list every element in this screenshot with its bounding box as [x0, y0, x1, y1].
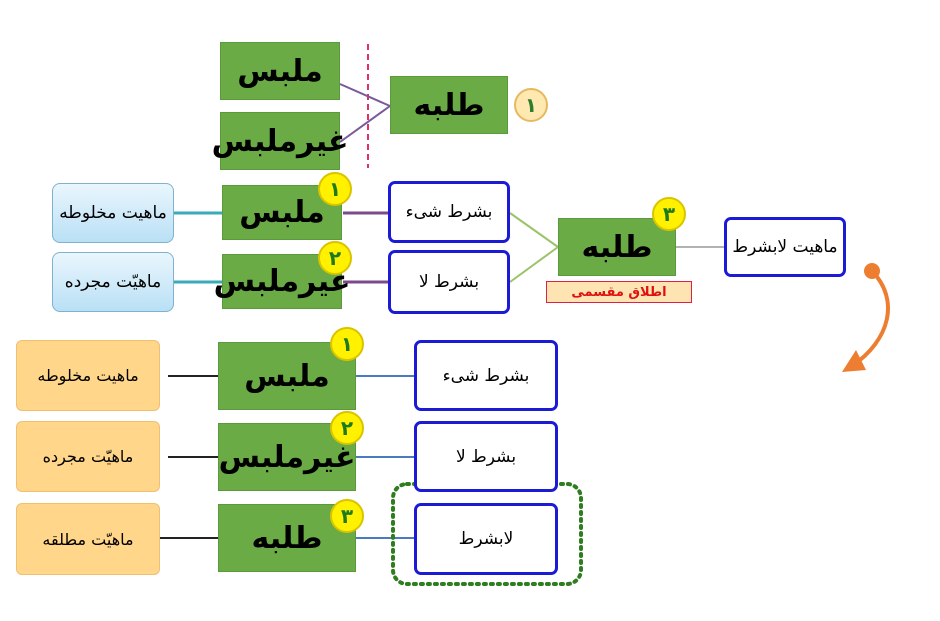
bottom-mahiat-2-label: ماهیّت مجرده — [42, 447, 134, 466]
top-badge-number: ۱ — [524, 93, 538, 117]
bottom-condition-3-box: لابشرط — [414, 503, 558, 575]
arrow-head-icon — [842, 350, 866, 372]
bottom-talabe-label: طلبه — [251, 520, 323, 556]
bottom-condition-2-box: بشرط لا — [414, 421, 558, 492]
bottom-badge-1-number: ۱ — [340, 332, 354, 356]
eṭlaq-tag: اطلاق مقسمی — [546, 281, 692, 303]
bottom-condition-1-box: بشرط شیء — [414, 340, 558, 411]
mid-talabe-label: طلبه — [581, 229, 653, 265]
bottom-mahiat-1-box: ماهیت مخلوطه — [16, 340, 160, 411]
top-gheyr-malbus-box: غیرملبس — [212, 112, 348, 170]
bottom-gheyr-malbus-label: غیرملبس — [218, 439, 356, 475]
top-talabe-label: طلبه — [413, 87, 485, 123]
connector-malbus-talabe — [339, 83, 391, 107]
connector-cond2-talabe — [509, 246, 559, 283]
bottom-condition-3-label: لابشرط — [458, 529, 514, 549]
connector-cond1-talabe — [509, 212, 559, 248]
bottom-condition-1-label: بشرط شیء — [442, 365, 530, 386]
mid-labshart-box: ماهیت لابشرط — [724, 217, 846, 277]
mid-mahiat-2-label: ماهیّت مجرده — [64, 272, 162, 292]
mid-mahiat-2-box: ماهیّت مجرده — [52, 252, 174, 312]
bottom-mahiat-1-label: ماهیت مخلوطه — [37, 366, 139, 385]
bottom-condition-2-label: بشرط لا — [455, 446, 517, 467]
mid-badge-2-number: ۲ — [328, 246, 342, 270]
curved-arrow — [850, 269, 890, 368]
mid-mahiat-1-box: ماهیت مخلوطه — [52, 183, 174, 243]
mid-malbus-label: ملبس — [239, 195, 325, 230]
mid-badge-3: ۳ — [652, 197, 686, 231]
top-malbus-box: ملبس — [220, 42, 340, 100]
top-malbus-label: ملبس — [237, 53, 323, 89]
bottom-mahiat-2-box: ماهیّت مجرده — [16, 421, 160, 492]
mid-condition-2-box: بشرط لا — [388, 250, 510, 314]
bottom-badge-2-number: ۲ — [340, 416, 354, 440]
mid-condition-1-box: بشرط شیء — [388, 181, 510, 243]
mid-mahiat-1-label: ماهیت مخلوطه — [59, 203, 167, 223]
bottom-mahiat-3-label: ماهیّت مطلقه — [42, 529, 134, 549]
top-talabe-box: طلبه — [390, 76, 508, 134]
mid-badge-1-number: ۱ — [328, 177, 342, 201]
bottom-badge-3-number: ۳ — [340, 504, 354, 528]
mid-badge-1: ۱ — [318, 172, 352, 206]
bottom-mahiat-3-box: ماهیّت مطلقه — [16, 503, 160, 575]
mid-labshart-label: ماهیت لابشرط — [732, 237, 838, 257]
top-gheyr-malbus-label: غیرملبس — [211, 123, 349, 159]
bottom-badge-1: ۱ — [330, 327, 364, 361]
bottom-malbus-label: ملبس — [244, 358, 330, 394]
connector-gheyr-talabe — [339, 105, 391, 143]
mid-talabe-box: طلبه — [558, 218, 676, 276]
mid-condition-2-label: بشرط لا — [418, 272, 480, 292]
mid-badge-3-number: ۳ — [662, 202, 676, 226]
top-badge: ۱ — [514, 88, 548, 122]
bottom-badge-2: ۲ — [330, 411, 364, 445]
mid-badge-2: ۲ — [318, 241, 352, 275]
mid-condition-1-label: بشرط شیء — [405, 202, 493, 222]
etlaq-tag-label: اطلاق مقسمی — [571, 284, 667, 300]
bottom-badge-3: ۳ — [330, 499, 364, 533]
